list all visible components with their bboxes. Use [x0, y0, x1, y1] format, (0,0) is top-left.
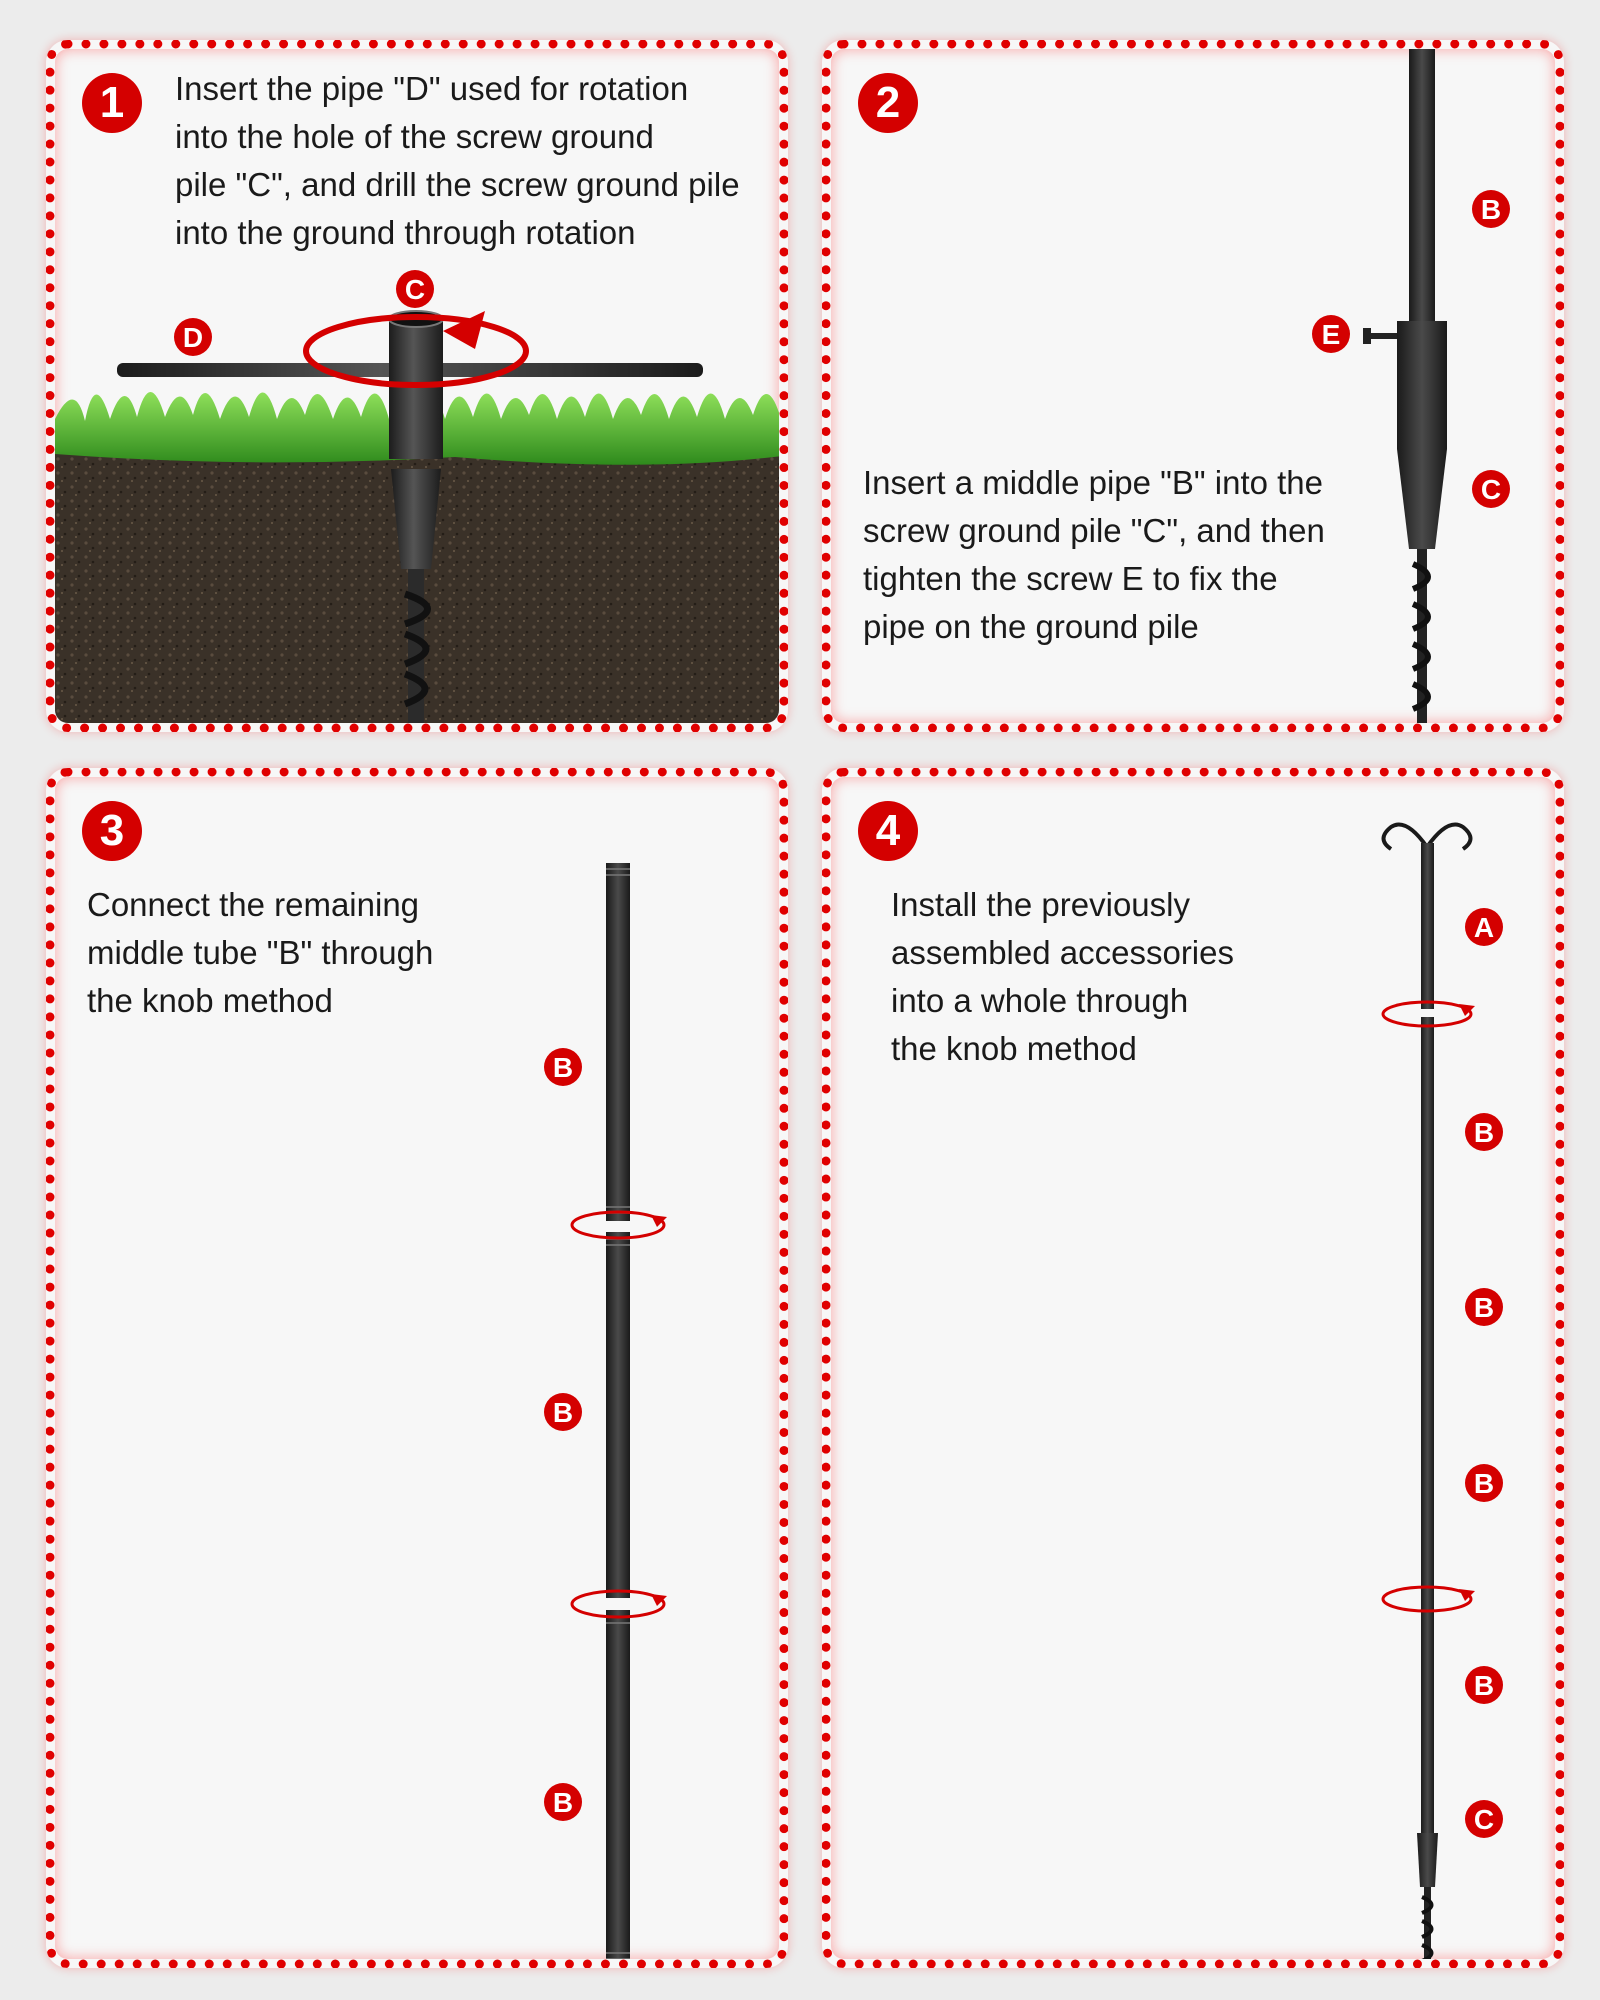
pile-c-cone [391, 469, 441, 569]
label-b-middle: B [544, 1393, 582, 1431]
svg-text:C: C [1474, 1804, 1494, 1835]
rotation-arrow [570, 1589, 667, 1619]
step-2-illustration: B E C [1312, 49, 1510, 723]
svg-text:B: B [1474, 1117, 1494, 1148]
pile-c-socket [1397, 321, 1447, 549]
step-2-instruction: Insert a middle pipe "B" into the screw … [863, 464, 1325, 645]
step-number-badge: 1 [82, 73, 142, 133]
rotation-arrow [1381, 1585, 1475, 1613]
label-b-2: B [1465, 1288, 1503, 1326]
label-a: A [1465, 908, 1503, 946]
svg-text:B: B [1474, 1292, 1494, 1323]
svg-text:B: B [553, 1397, 573, 1428]
tube-b-bottom [606, 1610, 630, 1959]
label-c: C [396, 270, 434, 308]
pile-c [1417, 1833, 1438, 1887]
tube-b-top [606, 863, 630, 1221]
step-3-illustration: B B B [544, 863, 667, 1959]
assembled-tubes [1421, 1017, 1434, 1833]
label-e: E [1312, 315, 1350, 353]
step-1-illustration: D C [55, 270, 779, 723]
svg-text:B: B [553, 1787, 573, 1818]
rotation-arrow [303, 314, 529, 388]
svg-text:A: A [1474, 912, 1494, 943]
label-c: C [1465, 1800, 1503, 1838]
pile-c-thread [1411, 561, 1431, 712]
hook-a [1381, 822, 1473, 851]
svg-text:B: B [1481, 194, 1501, 225]
svg-text:D: D [183, 322, 203, 353]
label-b-1: B [1465, 1113, 1503, 1151]
rotation-arrow [1381, 1000, 1475, 1028]
step-number-badge: 4 [858, 801, 918, 861]
step-number-badge: 2 [858, 73, 918, 133]
svg-text:B: B [1474, 1670, 1494, 1701]
step-2-panel: 2 Insert a middle pipe "B" into the scre… [822, 40, 1564, 732]
step-4-panel: 4 Install the previously assembled acces… [822, 768, 1564, 1968]
label-b-3: B [1465, 1464, 1503, 1502]
pile-c-thread [1421, 1895, 1434, 1959]
svg-text:E: E [1322, 319, 1341, 350]
pipe-b [1409, 49, 1435, 329]
step-1-instruction: Insert the pipe "D" used for rotation in… [175, 70, 740, 251]
step-3-instruction: Connect the remaining middle tube "B" th… [87, 886, 434, 1019]
step-3-panel: 3 Connect the remaining middle tube "B" … [46, 768, 788, 1968]
rotation-arrow [570, 1210, 667, 1240]
label-d: D [174, 318, 212, 356]
step-number-badge: 3 [82, 801, 142, 861]
tube-b-middle [606, 1232, 630, 1598]
svg-text:B: B [1474, 1468, 1494, 1499]
step-4-illustration: A B B B B C [1381, 822, 1503, 1959]
svg-text:C: C [405, 274, 425, 305]
label-b: B [1472, 190, 1510, 228]
svg-text:C: C [1481, 474, 1501, 505]
step-1-panel: 1 Insert the pipe "D" used for rotation … [46, 40, 788, 732]
label-c: C [1472, 470, 1510, 508]
pile-c-thread [403, 590, 431, 708]
label-b-4: B [1465, 1666, 1503, 1704]
step-4-instruction: Install the previously assembled accesso… [891, 886, 1234, 1067]
label-b-top: B [544, 1048, 582, 1086]
screw-e [1363, 328, 1397, 344]
svg-text:B: B [553, 1052, 573, 1083]
label-b-bottom: B [544, 1783, 582, 1821]
